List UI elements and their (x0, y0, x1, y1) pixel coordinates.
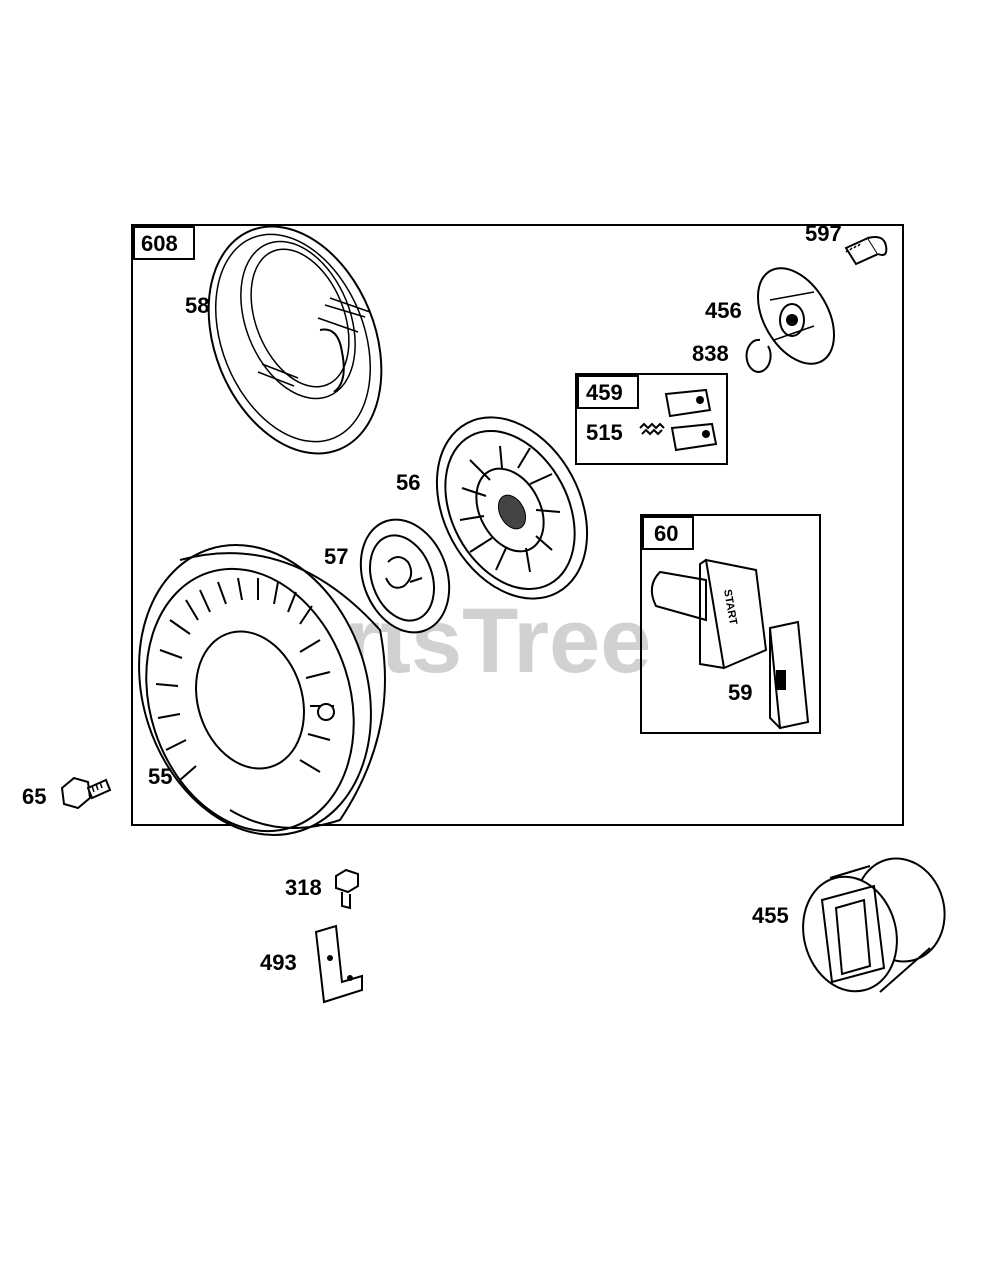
pawl-pieces[interactable] (664, 388, 718, 452)
part-65-bolt[interactable] (60, 776, 112, 810)
part-label-597[interactable]: 597 (805, 221, 842, 246)
assembly-frame-459 (575, 373, 728, 465)
assembly-label-459: 459 (586, 380, 623, 405)
part-label-56[interactable]: 56 (396, 470, 420, 495)
part-label-57[interactable]: 57 (324, 544, 348, 569)
part-label-58[interactable]: 58 (185, 293, 209, 318)
part-515-pawl-spring[interactable] (639, 422, 665, 436)
assembly-label-608: 608 (141, 231, 178, 256)
assembly-label-60: 60 (654, 521, 678, 546)
part-493-bracket[interactable] (314, 924, 363, 1004)
part-838-retaining-ring[interactable] (745, 338, 772, 373)
part-55-starter-housing[interactable] (103, 515, 408, 866)
part-label-65[interactable]: 65 (22, 784, 46, 809)
assembly-frame-608 (131, 224, 904, 826)
assembly-box-459[interactable]: 459 (577, 375, 639, 409)
assembly-box-608[interactable]: 608 (133, 226, 195, 260)
starter-handle[interactable]: START (650, 558, 768, 670)
part-318-screw[interactable] (335, 868, 359, 910)
part-label-455[interactable]: 455 (752, 903, 789, 928)
part-label-318[interactable]: 318 (285, 875, 322, 900)
part-56-starter-pulley[interactable] (407, 391, 617, 624)
assembly-box-60[interactable]: 60 (642, 516, 694, 550)
part-label-456[interactable]: 456 (705, 298, 742, 323)
part-label-59[interactable]: 59 (728, 680, 752, 705)
part-58-rewind-spring[interactable] (177, 201, 414, 480)
part-label-55[interactable]: 55 (148, 764, 172, 789)
part-57-spring-cup[interactable] (346, 507, 465, 645)
part-label-838[interactable]: 838 (692, 341, 729, 366)
assembly-frame-60 (640, 514, 821, 734)
part-59-handle-insert[interactable] (768, 620, 810, 730)
part-455-starter-cup[interactable] (791, 848, 956, 1002)
part-label-493[interactable]: 493 (260, 950, 297, 975)
part-label-515[interactable]: 515 (586, 420, 623, 445)
part-456-pawl-retainer[interactable] (742, 255, 849, 377)
part-597-screw[interactable] (844, 236, 888, 266)
